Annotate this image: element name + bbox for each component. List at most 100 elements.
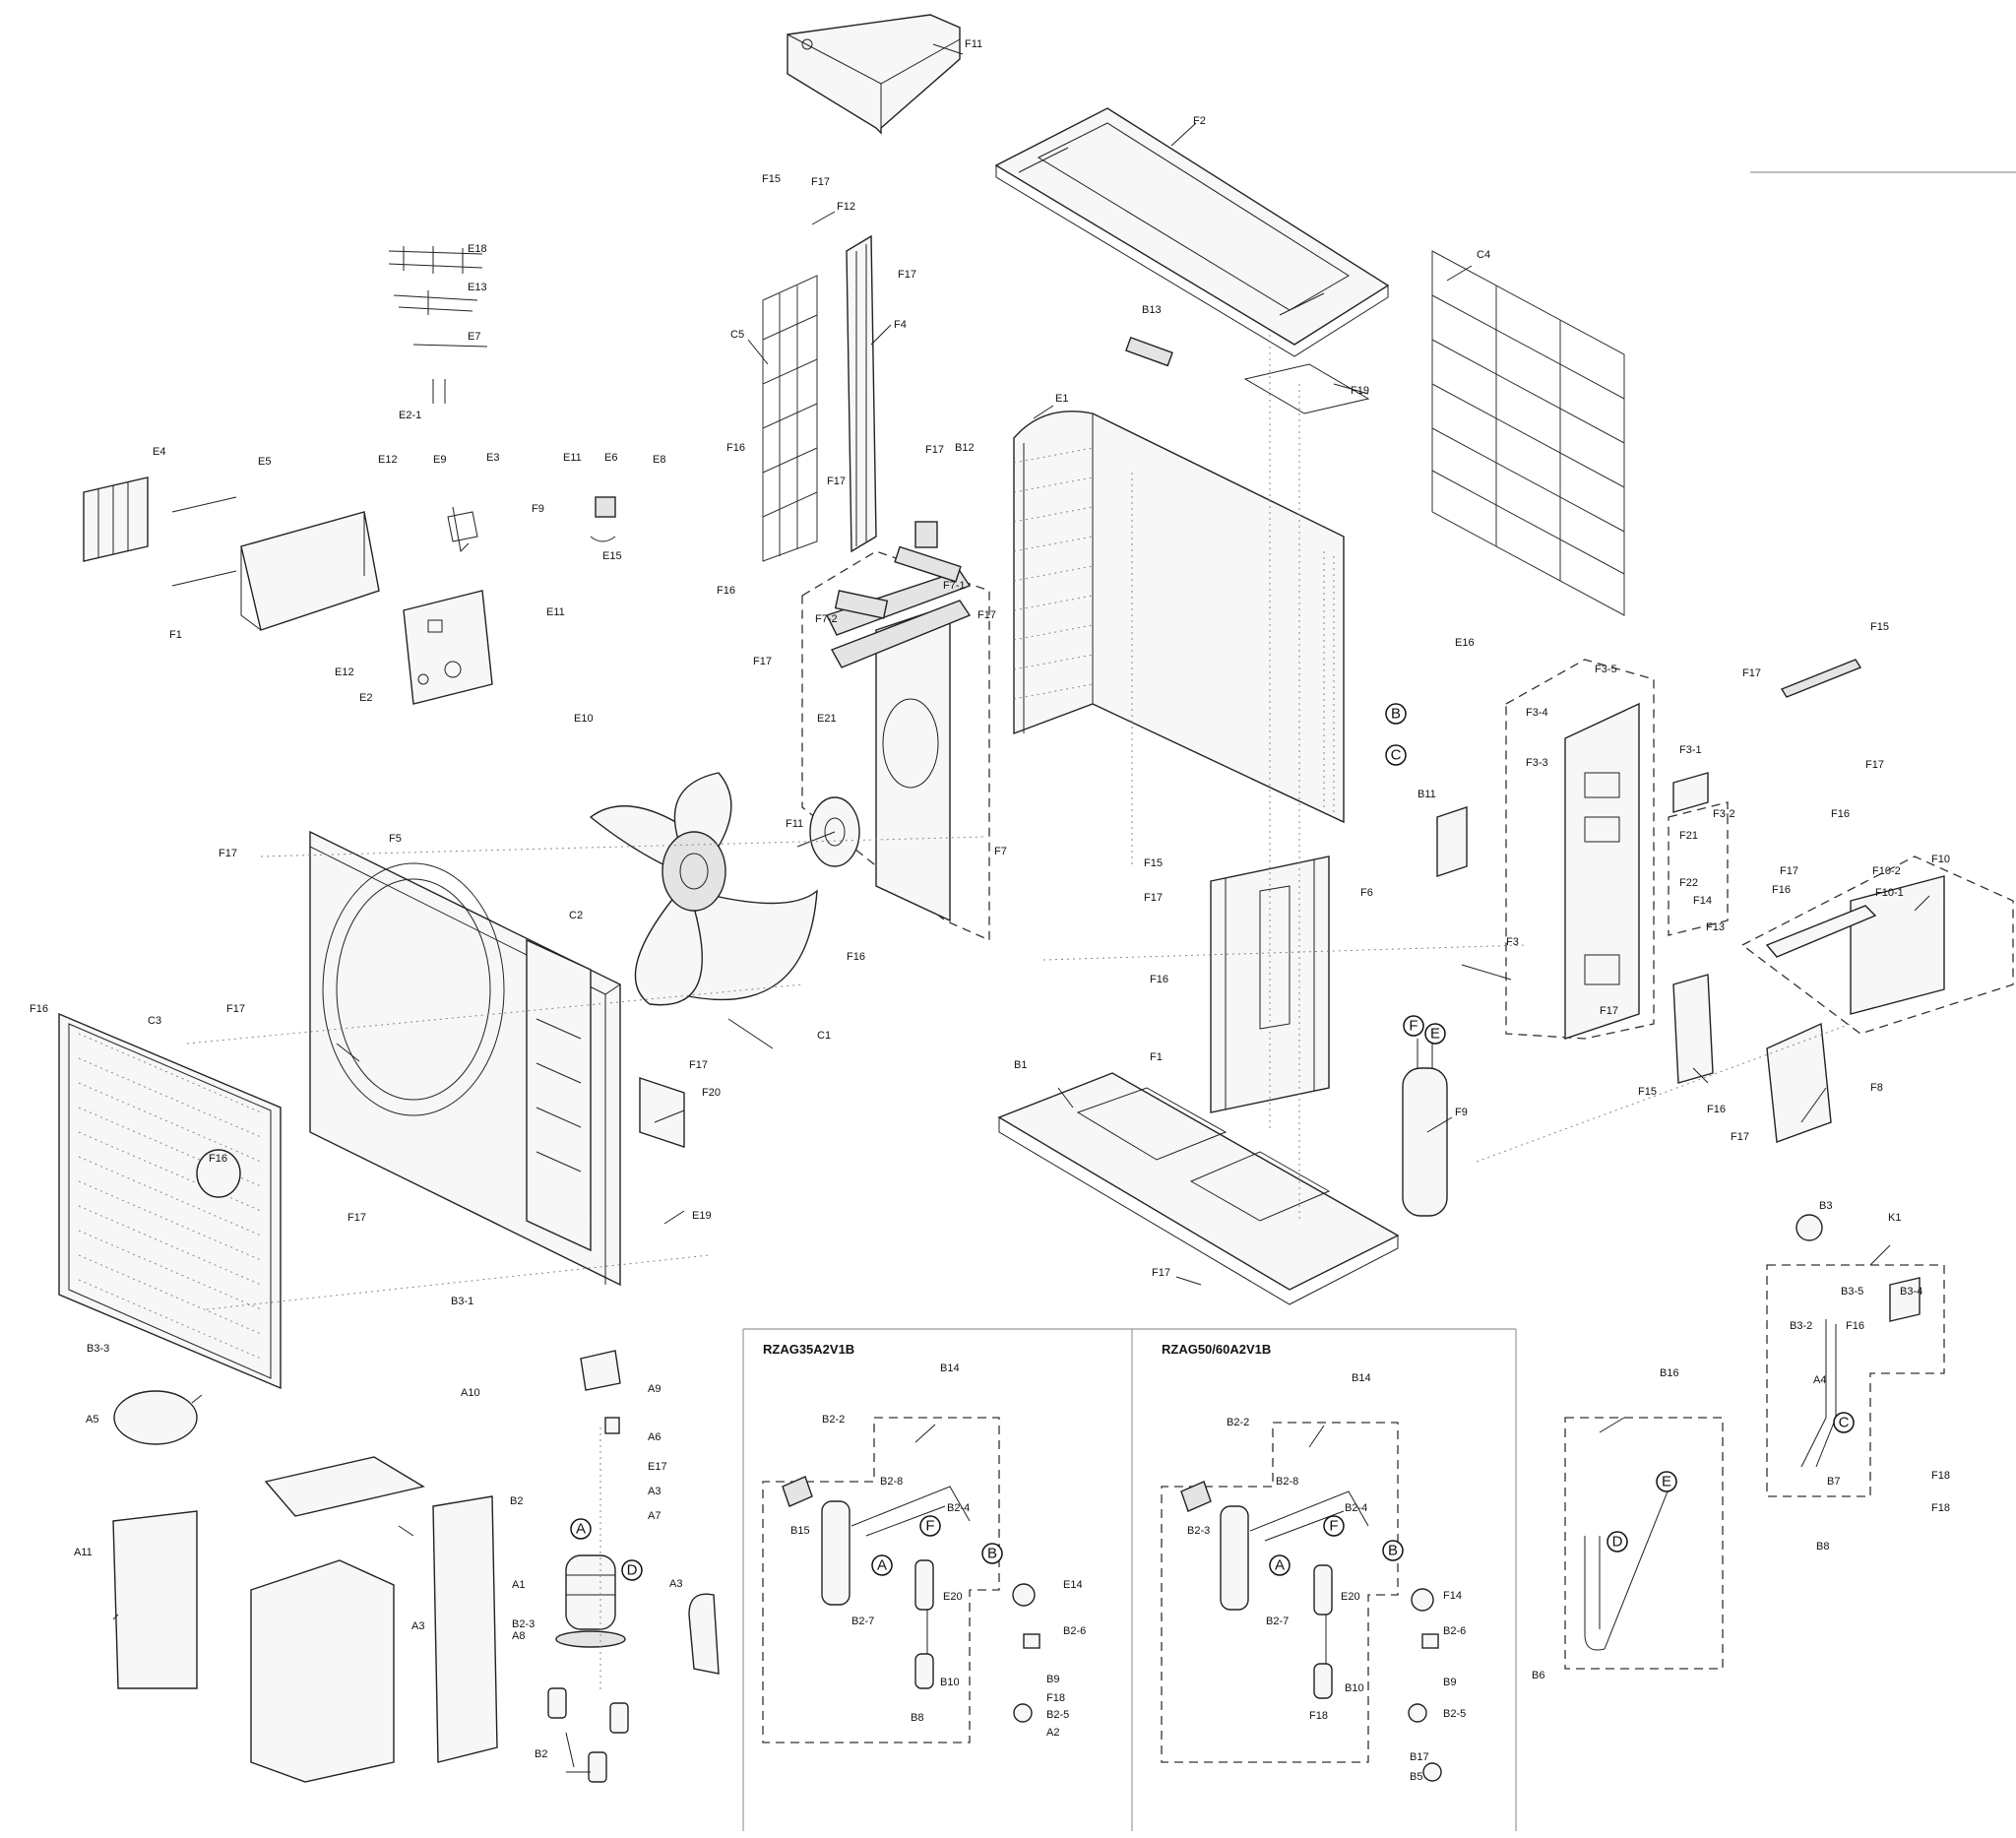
callout: A9: [648, 1383, 661, 1395]
front-panel-f5: [309, 830, 621, 1287]
marker-label: F: [925, 1518, 934, 1535]
callout: E3: [486, 452, 499, 464]
callout: E11: [563, 452, 582, 464]
callout: F16: [1772, 884, 1791, 896]
callout: F13: [1706, 921, 1725, 933]
callout: A10: [461, 1387, 480, 1399]
callout: F17: [1152, 1267, 1170, 1279]
callout: F18: [1931, 1470, 1950, 1482]
cap-a5: [604, 1417, 620, 1434]
assembly-lines: [186, 335, 1852, 1693]
cover-f8: [1766, 1022, 1832, 1143]
callout: B7: [1827, 1476, 1840, 1488]
callout: F22: [1679, 877, 1698, 889]
pad-f7-1: [894, 545, 962, 583]
callout: F16: [209, 1153, 227, 1165]
marker-m1: B: [1385, 703, 1407, 725]
callout: B2-7: [1266, 1616, 1289, 1627]
callout: F5: [389, 833, 402, 845]
compressor-a1: [555, 1554, 626, 1648]
callout: E2: [359, 692, 372, 704]
callout: F15: [1638, 1086, 1657, 1098]
callout: E17: [648, 1461, 667, 1473]
grille-c3: [58, 1012, 282, 1390]
marker-label: E: [1430, 1026, 1440, 1043]
pad-b13: [1125, 337, 1173, 367]
leg-a2-1: [547, 1687, 567, 1719]
insulation-a9: [264, 1456, 425, 1517]
callout: E21: [817, 713, 837, 725]
callout: A7: [648, 1510, 661, 1522]
callout: E8: [653, 454, 665, 466]
marker-m10: F: [1323, 1515, 1345, 1537]
cover-a4: [580, 1350, 621, 1391]
callout: F19: [1351, 385, 1369, 397]
pipe-assembly-b2-left: [762, 1417, 1040, 1743]
marker-label: F: [1329, 1518, 1338, 1535]
support-f4: [846, 234, 877, 553]
insulation-a8: [250, 1559, 395, 1783]
cover-f19: [1243, 363, 1370, 414]
marker-label: F: [1409, 1018, 1418, 1035]
dash-b3: [1766, 1264, 1945, 1497]
callout: B2-8: [1276, 1476, 1298, 1488]
marker-m9: B: [981, 1543, 1003, 1564]
callout: F17: [1144, 892, 1163, 904]
cover-b11: [1436, 806, 1468, 877]
callout: F16: [1707, 1104, 1726, 1115]
callout: E10: [574, 713, 594, 725]
accumulator-b1: [1402, 1039, 1448, 1217]
callout: E12: [378, 454, 398, 466]
callout: B2: [510, 1495, 523, 1507]
callout: F9: [1455, 1107, 1468, 1118]
guard-c4: [1431, 250, 1625, 616]
callout: B5: [1410, 1771, 1422, 1783]
callout: E5: [258, 456, 271, 468]
callout: E4: [153, 446, 165, 458]
callout: K1: [1888, 1212, 1901, 1224]
panel-title-right: RZAG50/60A2V1B: [1162, 1342, 1271, 1357]
marker-label: A: [576, 1521, 586, 1538]
callout: F17: [898, 269, 916, 281]
label-f20: [639, 1077, 685, 1148]
callout: B2-5: [1443, 1708, 1466, 1720]
callout: A3: [669, 1578, 682, 1590]
base-plate-f1: [997, 1072, 1400, 1305]
callout: F17: [1865, 759, 1884, 771]
callout: E1: [1055, 393, 1068, 405]
callout: F10: [1931, 854, 1950, 865]
callout: A8: [512, 1630, 525, 1642]
panel-title-left: RZAG35A2V1B: [763, 1342, 854, 1357]
callout: B17: [1410, 1751, 1429, 1763]
callout: B2-2: [1227, 1417, 1249, 1428]
valve-b3-5: [1889, 1277, 1921, 1322]
coil-e19: [1796, 1214, 1823, 1241]
callout: B1: [1014, 1059, 1027, 1071]
callout: F17: [1742, 667, 1761, 679]
top-panel-f11: [787, 14, 961, 135]
callout: B2: [535, 1748, 547, 1760]
marker-m14: D: [1606, 1531, 1628, 1553]
callout: F16: [726, 442, 745, 454]
marker-label: E: [1662, 1474, 1671, 1490]
leader-lines: [112, 43, 1930, 1773]
insulation-a11: [432, 1495, 498, 1763]
callout: E11: [546, 606, 565, 618]
marker-label: B: [987, 1546, 997, 1562]
callout: F1: [169, 629, 182, 641]
pipe-assembly-b2-right: [1161, 1422, 1442, 1782]
callout: B2-6: [1063, 1625, 1086, 1637]
callout: F17: [925, 444, 944, 456]
top-plate-f2: [994, 107, 1390, 357]
callout: B9: [1046, 1674, 1059, 1685]
callout: A1: [512, 1579, 525, 1591]
pipe-assembly-b5: [1564, 1417, 1724, 1670]
marker-m6: D: [621, 1559, 643, 1581]
callout: F17: [347, 1212, 366, 1224]
marker-m12: B: [1382, 1540, 1404, 1561]
callout: C4: [1477, 249, 1490, 261]
callout: E13: [468, 282, 487, 293]
callout: B16: [1660, 1367, 1679, 1379]
callout: F14: [1693, 895, 1712, 907]
